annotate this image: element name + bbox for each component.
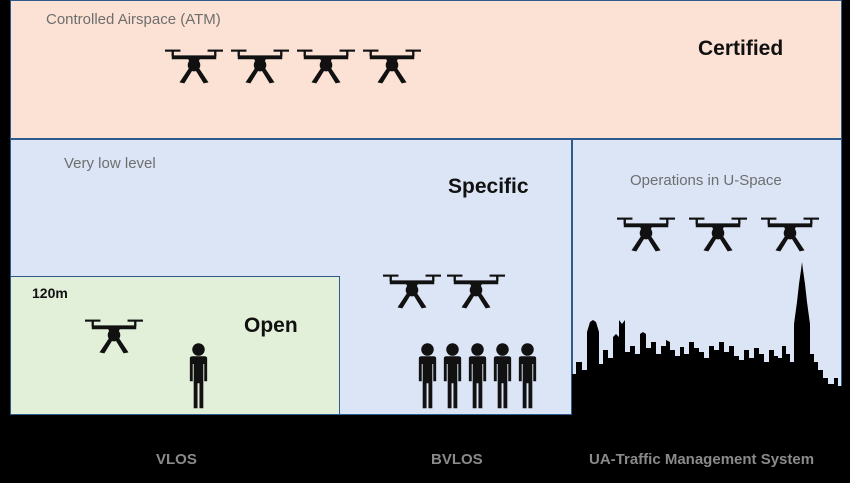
controlled-airspace-label: Controlled Airspace (ATM) (46, 11, 221, 28)
u-space-label: Operations in U-Space (630, 172, 782, 189)
person-icon (415, 342, 440, 409)
drone-icon (383, 271, 441, 311)
city-skyline-icon (572, 262, 842, 415)
drone-icon (297, 46, 355, 86)
person-icon (440, 342, 465, 409)
drone-icon (363, 46, 421, 86)
drone-icon (165, 46, 223, 86)
drone-icon (447, 271, 505, 311)
controlled-airspace-zone (10, 0, 842, 139)
open-category-zone (10, 276, 340, 415)
drone-icon (689, 214, 747, 254)
altitude-limit-label: 120m (32, 285, 68, 301)
person-icon (465, 342, 490, 409)
certified-category-label: Certified (698, 37, 784, 60)
person-icon (515, 342, 540, 409)
very-low-level-label: Very low level (64, 155, 156, 172)
person-icon (186, 342, 211, 409)
vlos-label: VLOS (156, 451, 197, 468)
person-icon (490, 342, 515, 409)
drone-icon (231, 46, 289, 86)
drone-icon (761, 214, 819, 254)
utm-label: UA-Traffic Management System (589, 451, 815, 468)
specific-category-label: Specific (448, 175, 529, 198)
bvlos-label: BVLOS (431, 451, 483, 468)
open-category-label: Open (244, 314, 298, 337)
drone-icon (85, 316, 143, 356)
drone-icon (617, 214, 675, 254)
